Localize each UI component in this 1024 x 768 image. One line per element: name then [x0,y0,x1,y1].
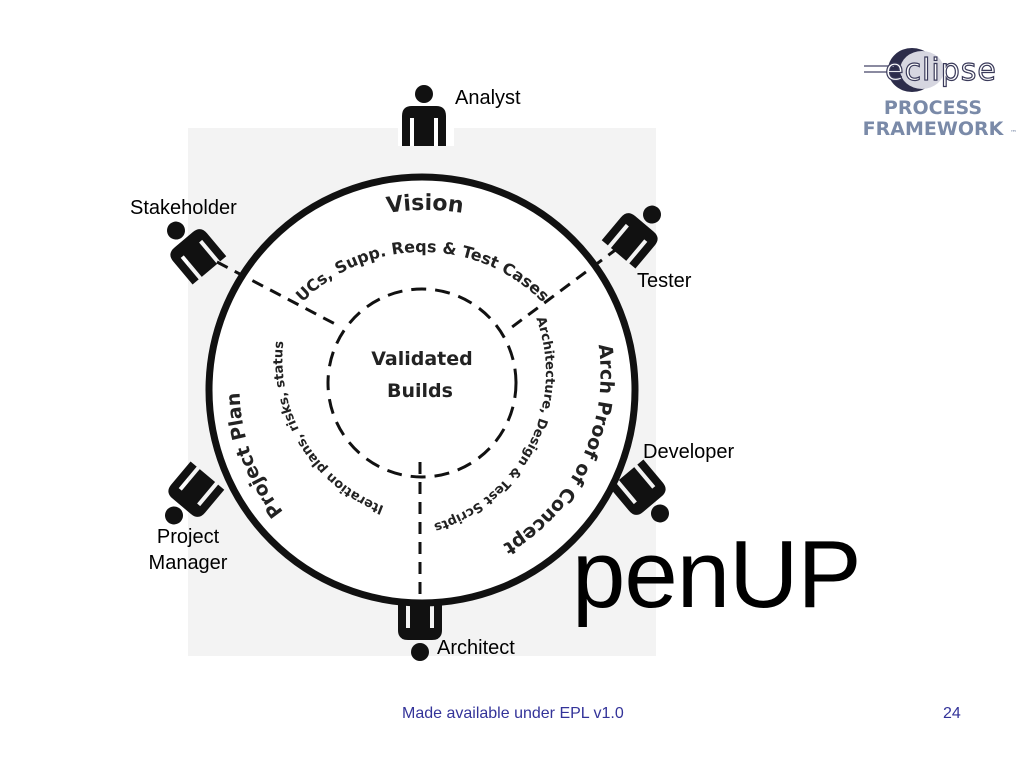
tester-label: Tester [637,270,692,292]
developer-person-icon [609,459,669,523]
project-manager-label: Project Manager [143,524,233,576]
analyst-person-icon [398,85,454,146]
architect-person-icon [398,600,442,661]
stakeholder-person-icon [167,221,227,285]
tester-person-icon [601,205,661,269]
page-number: 24 [943,705,961,722]
center-label-line1: Validated [371,348,473,370]
eclipse-logo: eclipse PROCESS FRAMEWORK ™ [863,48,1017,140]
inner-ring [326,287,518,479]
footer-license: Made available under EPL v1.0 [402,705,624,722]
developer-label: Developer [643,441,735,463]
divider-tester [507,246,619,332]
logo-line1: PROCESS [884,97,982,119]
eclipse-logo-name: eclipse [885,53,997,88]
project-manager-label-line2: Manager [148,552,228,574]
project-manager-label-line1: Project [156,526,220,548]
logo-trademark: ™ [1010,129,1017,137]
divider-stakeholder [216,260,338,327]
analyst-label: Analyst [455,87,521,109]
stakeholder-label: Stakeholder [130,197,237,219]
project-manager-person-icon [165,461,225,525]
slide-title: penUP [572,521,862,628]
center-label-line2: Builds [387,380,453,402]
architect-label: Architect [437,637,515,659]
logo-line2: FRAMEWORK [863,118,1005,140]
vision-label: Vision [385,191,465,219]
